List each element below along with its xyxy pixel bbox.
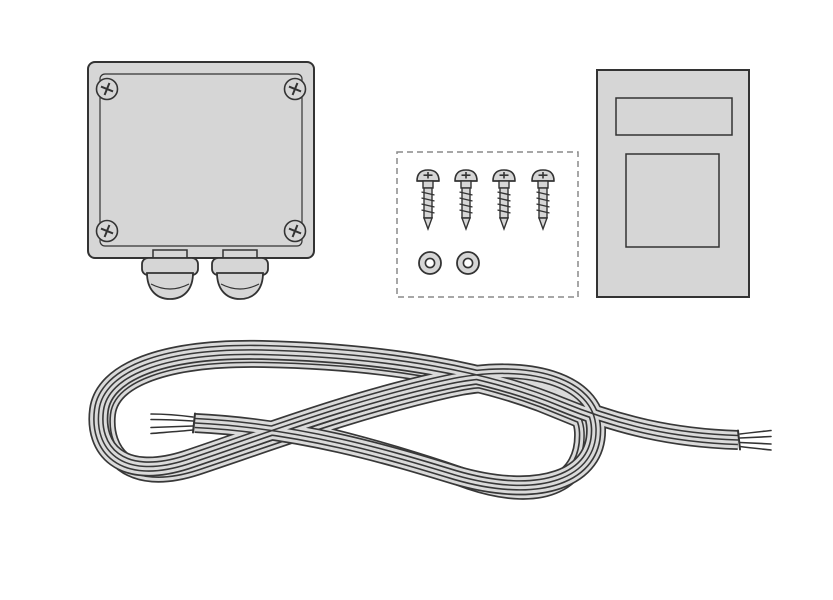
- corner-screw-icon: [95, 77, 119, 101]
- corner-screw-icon: [95, 219, 119, 243]
- fastener-kit: [396, 151, 579, 298]
- module-top-window: [615, 97, 733, 136]
- cable-gland-icon: [141, 249, 199, 300]
- junction-box-body: [87, 61, 315, 259]
- stripped-end-right: [737, 429, 772, 451]
- coiled-flat-cable: [98, 350, 772, 490]
- stripped-end-left: [150, 412, 196, 435]
- module-lower-window: [625, 153, 720, 248]
- junction-box: [87, 61, 315, 300]
- washer-icon: [418, 251, 442, 275]
- panel-module: [596, 69, 750, 298]
- junction-box-lid-line: [99, 73, 303, 247]
- corner-screw-icon: [283, 219, 307, 243]
- corner-screw-icon: [283, 77, 307, 101]
- washer-icon: [456, 251, 480, 275]
- cable-gland-icon: [211, 249, 269, 300]
